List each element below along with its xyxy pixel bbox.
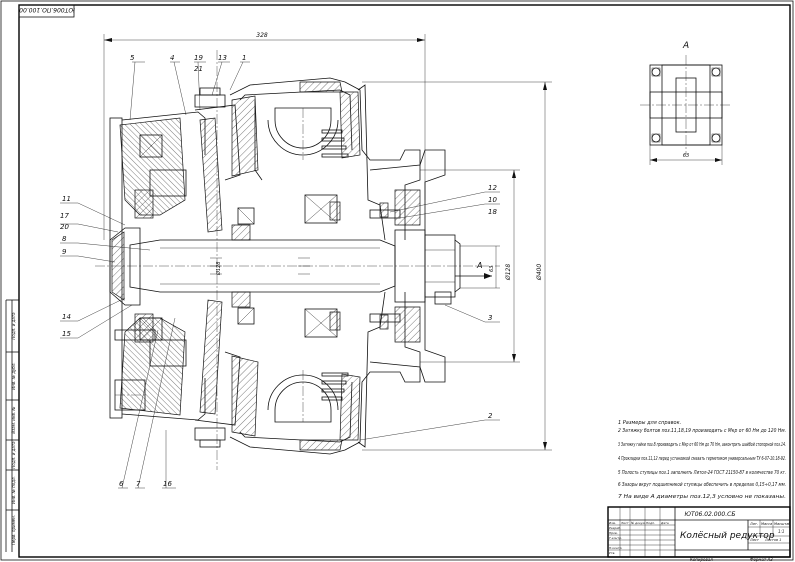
note-3: 3 Затяжку гайки поз.8 производить с Мкр … (618, 442, 786, 448)
callout-11: 11 (62, 195, 71, 203)
side-label-3: Взам. инв. № (11, 406, 16, 433)
dim-flange-dia: Ø128 (505, 264, 512, 281)
dim-small-dia: 63 (489, 266, 495, 272)
callout-13: 13 (218, 54, 227, 62)
callout-10: 10 (488, 196, 497, 204)
note-2: 2 Затяжку болтов поз.11,18,19 производит… (618, 428, 786, 434)
side-label-4: Подп. и дата (11, 441, 16, 469)
callout-19: 19 (194, 54, 203, 62)
dimension-diameters: Ø400 Ø128 63 (362, 81, 552, 451)
planetary-housing (109, 111, 206, 421)
callout-8: 8 (62, 235, 67, 243)
callout-7: 7 (136, 480, 141, 488)
callout-2: 2 (488, 412, 493, 420)
callout-9: 9 (62, 248, 67, 256)
hub-lower (229, 291, 421, 455)
callout-21: 21 (194, 65, 203, 73)
tb-row-list: Лист (620, 521, 629, 525)
tb-lit: Лит. (749, 522, 758, 526)
top-stamp: ЮТ006.ПО.100.00 (18, 4, 75, 18)
callout-15: 15 (62, 330, 71, 338)
shaft-dia-label: Ø128 (215, 262, 222, 276)
studs-upper (321, 129, 349, 158)
note-6: 6 Зазоры вкрут подшипникой ступицы обесп… (618, 482, 786, 488)
note-4: 4 Прокладки поз.11,12 перед установкой с… (618, 456, 786, 462)
note-5: 5 Полость ступицы поз.1 заполнить Литол-… (618, 470, 786, 476)
view-a: А 63 (640, 41, 732, 165)
section-arrow-a: А (455, 261, 492, 279)
tb-row-razrab: Разраб. (609, 526, 621, 530)
flange (369, 149, 461, 383)
left-margin-strip: Подп. и дата Инв. № дубл. Взам. инв. № П… (5, 299, 19, 552)
note-1: 1 Размеры для справок. (618, 420, 681, 426)
side-label-5: Инв. № подл. (11, 476, 16, 504)
callout-4: 4 (170, 54, 174, 62)
callout-5: 5 (130, 54, 135, 62)
section-arrow-label: А (476, 261, 482, 270)
tb-row-doc: № докум. (630, 521, 646, 525)
tb-mass: Масса (761, 522, 772, 526)
callout-17: 17 (60, 212, 69, 220)
tb-row-nkontr: Н.контр. (609, 546, 622, 550)
ring-gear (194, 87, 241, 448)
tb-sheet: Лист (749, 538, 760, 542)
top-stamp-text: ЮТ006.ПО.100.00 (19, 6, 75, 13)
view-a-dim: 63 (683, 153, 689, 159)
tb-scale: Масштаб (774, 522, 791, 526)
tb-row-izm: Изм. (609, 521, 616, 525)
callout-20: 20 (60, 223, 69, 231)
callout-18: 18 (488, 208, 497, 216)
tb-row-tkontr: Т.контр. (609, 536, 622, 540)
tb-row-podp: Подп. (646, 521, 655, 525)
view-a-title: А (682, 41, 689, 51)
tb-row-utv: Утв. (609, 551, 615, 555)
side-label-6: Перв. примен. (11, 515, 16, 545)
title-block: Изм. Лист № докум. Подп. Дата Разраб. Пр… (607, 506, 791, 558)
side-label-1: Подп. и дата (11, 312, 16, 340)
copied-label: Копировал (690, 557, 713, 562)
callout-1: 1 (242, 54, 246, 62)
tb-row-prov: Пров. (609, 531, 618, 535)
format-label: Формат А3 (750, 557, 773, 562)
callout-3: 3 (488, 314, 492, 322)
tb-sheets: Листов 1 (764, 538, 781, 542)
studs-lower (321, 372, 349, 401)
bearing-left-upper (139, 134, 163, 158)
callout-6: 6 (119, 480, 124, 488)
dimension-overall: 328 (103, 32, 426, 240)
dim-overall-text: 328 (256, 32, 268, 39)
tb-name: Колёсный редуктор (680, 531, 775, 541)
tb-designation: ЮТ06.02.000.СБ (685, 511, 736, 518)
side-label-2: Инв. № дубл. (11, 362, 16, 389)
tb-row-date: Дата (660, 521, 669, 525)
callout-14: 14 (62, 313, 71, 321)
callouts: 5 4 19 21 13 1 11 17 20 8 9 14 15 12 10 … (60, 54, 500, 489)
callout-16: 16 (163, 480, 172, 488)
technical-notes: 1 Размеры для справок. 2 Затяжку болтов … (618, 420, 786, 500)
dim-body-dia: Ø400 (536, 264, 543, 281)
callout-12: 12 (488, 184, 497, 192)
note-7: 7 На виде А диаметры поз.12,3 условно не… (618, 494, 786, 500)
tb-scale-value: 1:1 (778, 529, 784, 534)
hub-upper (229, 77, 421, 241)
